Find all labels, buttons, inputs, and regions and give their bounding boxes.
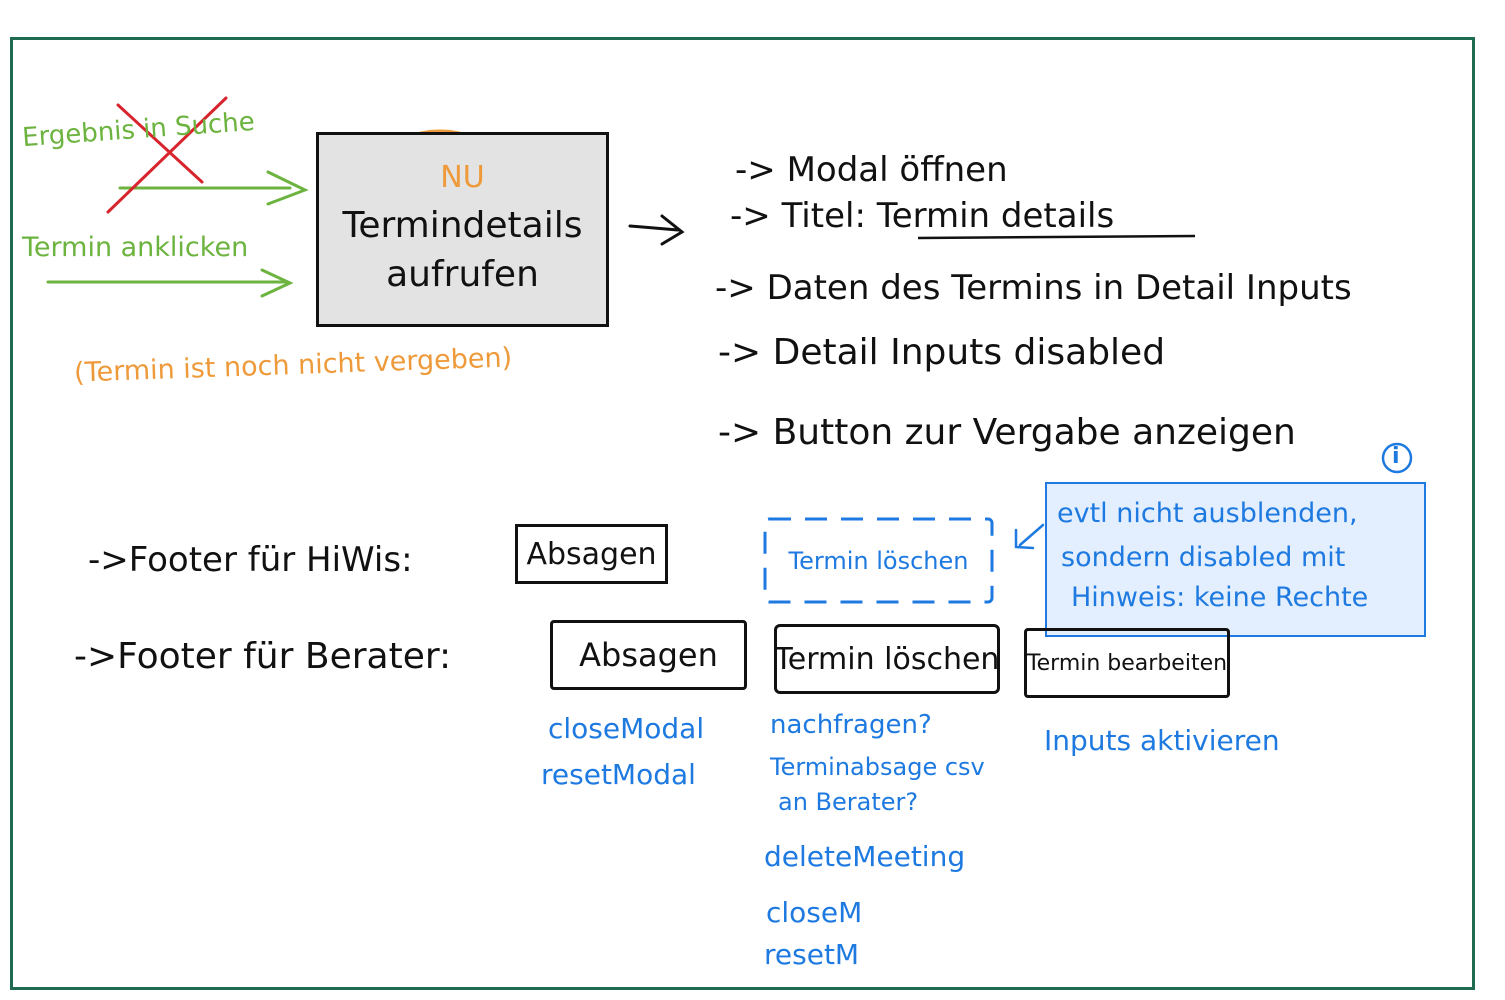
footer-hiwis-label: ->Footer für HiWis:	[88, 540, 413, 580]
step-2: -> Titel: Termin details	[730, 196, 1114, 236]
hiwis-absagen-button[interactable]: Absagen	[515, 524, 668, 584]
green-label-click: Termin anklicken	[22, 232, 249, 263]
action-reset-m: resetM	[764, 938, 860, 971]
berater-absagen-button[interactable]: Absagen	[550, 620, 747, 690]
box-line-1: Termindetails	[342, 205, 583, 246]
step-1-text: Modal öffnen	[786, 150, 1008, 190]
action-close-m: closeM	[766, 896, 863, 929]
action-reset-modal: resetModal	[541, 758, 696, 791]
berater-termin-bearbeiten-button[interactable]: Termin bearbeiten	[1024, 628, 1230, 698]
berater-absagen-label: Absagen	[579, 636, 718, 674]
termindetails-box: NU Termindetails aufrufen	[316, 132, 609, 327]
step-2-text: Titel: Termin details	[781, 196, 1115, 236]
step-2-arrow: ->	[730, 196, 771, 236]
action-an-berater: an Berater?	[778, 788, 919, 816]
nu-badge: NU	[440, 160, 485, 195]
note-line-2: sondern disabled mit	[1061, 542, 1346, 573]
step-1-arrow: ->	[735, 150, 776, 190]
berater-termin-loeschen-button[interactable]: Termin löschen	[774, 624, 1000, 694]
step-4-arrow: ->	[718, 332, 762, 373]
green-arrow-bottom	[46, 268, 294, 298]
step-5-text: Button zur Vergabe anzeigen	[772, 412, 1296, 453]
note-line-3: Hinweis: keine Rechte	[1071, 582, 1369, 613]
rights-hint-note: evtl nicht ausblenden, sondern disabled …	[1045, 482, 1426, 637]
info-circle	[1381, 442, 1413, 474]
footer-berater-label: ->Footer für Berater:	[74, 636, 452, 677]
note-arrow	[1014, 523, 1045, 550]
note-line-1: evtl nicht ausblenden,	[1057, 498, 1358, 529]
info-icon: i	[1392, 444, 1400, 469]
dashed-button-outline	[763, 517, 994, 604]
box-to-steps-arrow	[628, 214, 685, 246]
hiwis-termin-loeschen-button[interactable]: Termin löschen	[765, 519, 992, 602]
action-terminabsage-csv: Terminabsage csv	[770, 753, 985, 781]
step-5: -> Button zur Vergabe anzeigen	[718, 412, 1296, 453]
canvas-frame	[10, 37, 1475, 990]
berater-termin-loeschen-label: Termin löschen	[774, 641, 1000, 677]
action-nachfragen: nachfragen?	[770, 710, 932, 740]
box-line-2: aufrufen	[386, 254, 539, 295]
step-3-text: Daten des Termins in Detail Inputs	[766, 268, 1352, 308]
step-3-arrow: ->	[715, 268, 756, 308]
action-inputs-aktivieren: Inputs aktivieren	[1044, 724, 1280, 757]
hiwis-termin-loeschen-label: Termin löschen	[788, 546, 969, 575]
berater-termin-bearbeiten-label: Termin bearbeiten	[1026, 650, 1228, 676]
action-delete-meeting: deleteMeeting	[764, 840, 966, 873]
green-arrow-top	[118, 170, 309, 206]
action-close-modal: closeModal	[548, 712, 705, 745]
red-cross	[106, 96, 228, 214]
step-4: -> Detail Inputs disabled	[718, 332, 1165, 373]
hiwis-absagen-label: Absagen	[526, 536, 657, 572]
step-4-text: Detail Inputs disabled	[772, 332, 1166, 373]
title-underline	[917, 234, 1196, 240]
step-5-arrow: ->	[718, 412, 762, 453]
step-1: -> Modal öffnen	[735, 150, 1008, 190]
step-3: -> Daten des Termins in Detail Inputs	[715, 268, 1352, 308]
